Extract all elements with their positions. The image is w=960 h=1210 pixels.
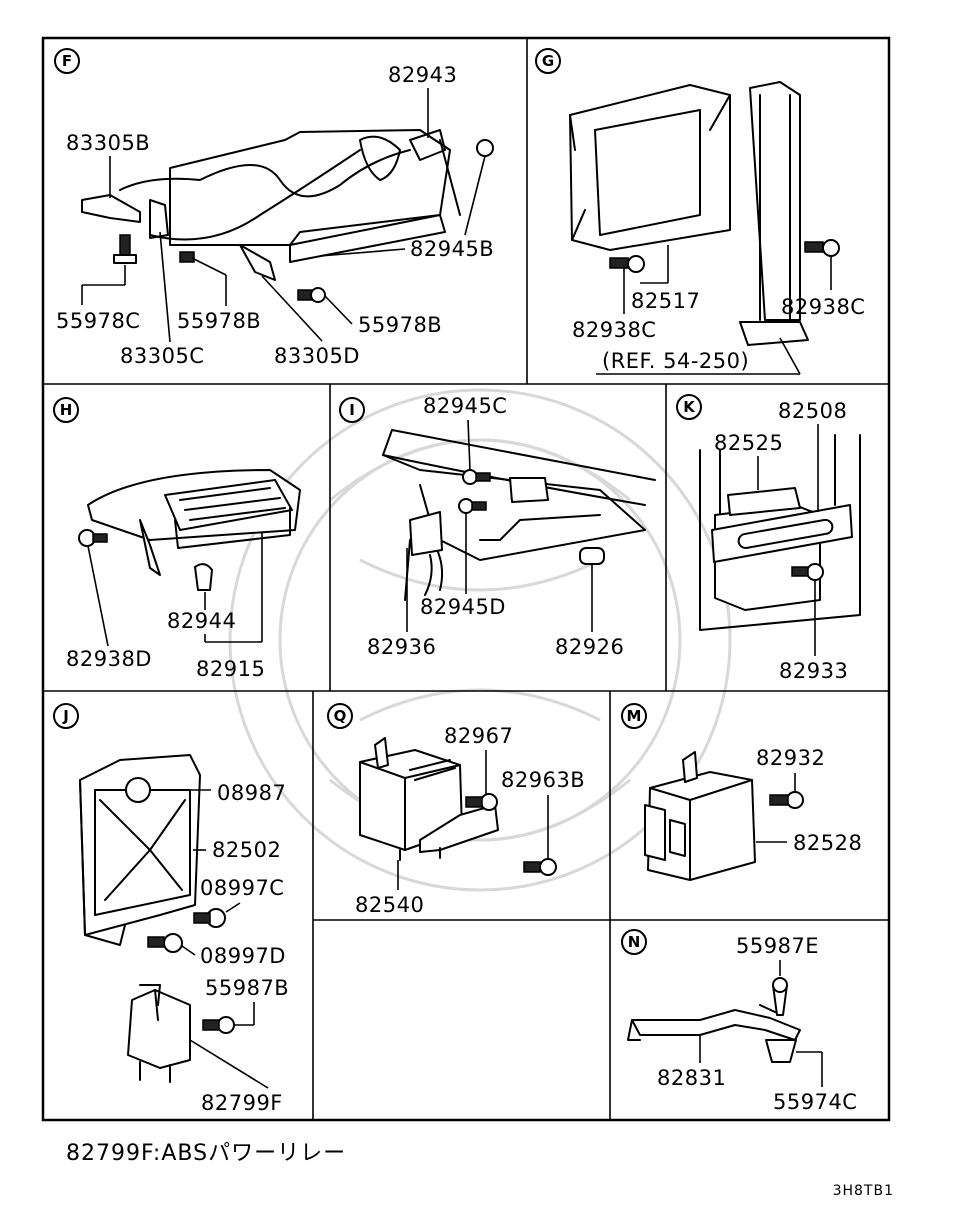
part-label: 55987B: [205, 976, 289, 1000]
part-label: 82967: [444, 724, 513, 748]
part-label: 08997C: [200, 876, 284, 900]
ecu-bracket-drawing: [569, 81, 840, 346]
part-label: 83305D: [274, 344, 360, 368]
part-label: 08997D: [200, 944, 286, 968]
section-f-marker: [54, 48, 80, 74]
section-q: Q 82967 82963B 82540: [327, 703, 585, 917]
part-label: 82938C: [572, 318, 656, 342]
section-k-marker: [676, 394, 702, 420]
section-h-letter: H: [60, 401, 73, 419]
part-label: 82540: [355, 893, 424, 917]
section-k: K 82508 82525 82933: [676, 394, 861, 683]
section-k-letter: K: [683, 398, 696, 416]
section-g-letter: G: [542, 52, 554, 70]
part-label: 82528: [793, 831, 862, 855]
harness-drawing: [81, 129, 494, 303]
section-i-letter: I: [349, 401, 355, 419]
control-unit-drawing: [644, 751, 804, 881]
abs-module-drawing: [699, 434, 861, 631]
section-n-marker: [621, 929, 647, 955]
section-f: F 82943 83305B 82945B 55978C 55978B: [54, 48, 494, 368]
section-m-marker: [621, 703, 647, 729]
section-i: I 82945C 82945D 82936 82926: [339, 394, 656, 659]
section-i-marker: [339, 397, 365, 423]
relay-module-drawing: [359, 737, 557, 876]
part-label: 08987: [217, 781, 286, 805]
section-j: J 08987 82502 08997C 08997D 55987B 82799…: [53, 703, 289, 1115]
part-label: 82525: [714, 431, 783, 455]
section-h: H 82944 82938D 82915: [53, 397, 301, 681]
part-label: 82938C: [781, 295, 865, 319]
section-h-marker: [53, 397, 79, 423]
part-label: 82799F: [201, 1091, 283, 1115]
section-q-letter: Q: [334, 707, 347, 725]
part-label: 82508: [778, 399, 847, 423]
section-j-letter: J: [62, 707, 69, 725]
part-label: 55974C: [773, 1090, 857, 1114]
part-label: 55978C: [56, 309, 140, 333]
drawing-code: 3H8TB1: [832, 1183, 894, 1199]
part-label: 83305C: [120, 344, 204, 368]
part-ref: (REF. 54-250): [602, 349, 749, 373]
part-label: 82932: [756, 746, 825, 770]
part-label: 82831: [657, 1066, 726, 1090]
part-label: 82933: [779, 659, 848, 683]
watermark-emblem: [228, 388, 732, 892]
section-n: N 55987E 82831 55974C: [621, 929, 857, 1114]
section-m-letter: M: [627, 707, 642, 725]
section-g: G 82517 82938C 82938C (REF. 54-250): [535, 48, 865, 375]
part-label: 82936: [367, 635, 436, 659]
section-n-letter: N: [628, 933, 641, 951]
part-label: 82945D: [420, 595, 506, 619]
panel-grid: [41, 36, 891, 1122]
part-label: 82938D: [66, 647, 152, 671]
fuse-box-drawing: [78, 469, 301, 591]
section-g-marker: [535, 48, 561, 74]
section-q-marker: [327, 703, 353, 729]
mounting-panel-drawing: [382, 429, 656, 601]
part-label: 82945C: [423, 394, 507, 418]
part-label: 82944: [167, 609, 236, 633]
section-j-marker: [53, 703, 79, 729]
part-label: 55978B: [177, 309, 261, 333]
part-label: 82517: [631, 289, 700, 313]
bracket-clip-drawing: [627, 977, 801, 1063]
part-label: 82943: [388, 63, 457, 87]
section-m: M 82932 82528: [621, 703, 862, 881]
part-label: 82915: [196, 657, 265, 681]
footnote: 82799F:ABSパワーリレー: [66, 1141, 347, 1166]
part-label: 55978B: [358, 313, 442, 337]
part-label: 82963B: [501, 768, 585, 792]
relay-bracket-drawing: [79, 754, 235, 1083]
section-f-letter: F: [62, 52, 72, 70]
part-label: 82945B: [410, 237, 494, 261]
part-label: 55987E: [736, 934, 819, 958]
part-label: 83305B: [66, 131, 150, 155]
part-label: 82502: [212, 838, 281, 862]
part-label: 82926: [555, 635, 624, 659]
